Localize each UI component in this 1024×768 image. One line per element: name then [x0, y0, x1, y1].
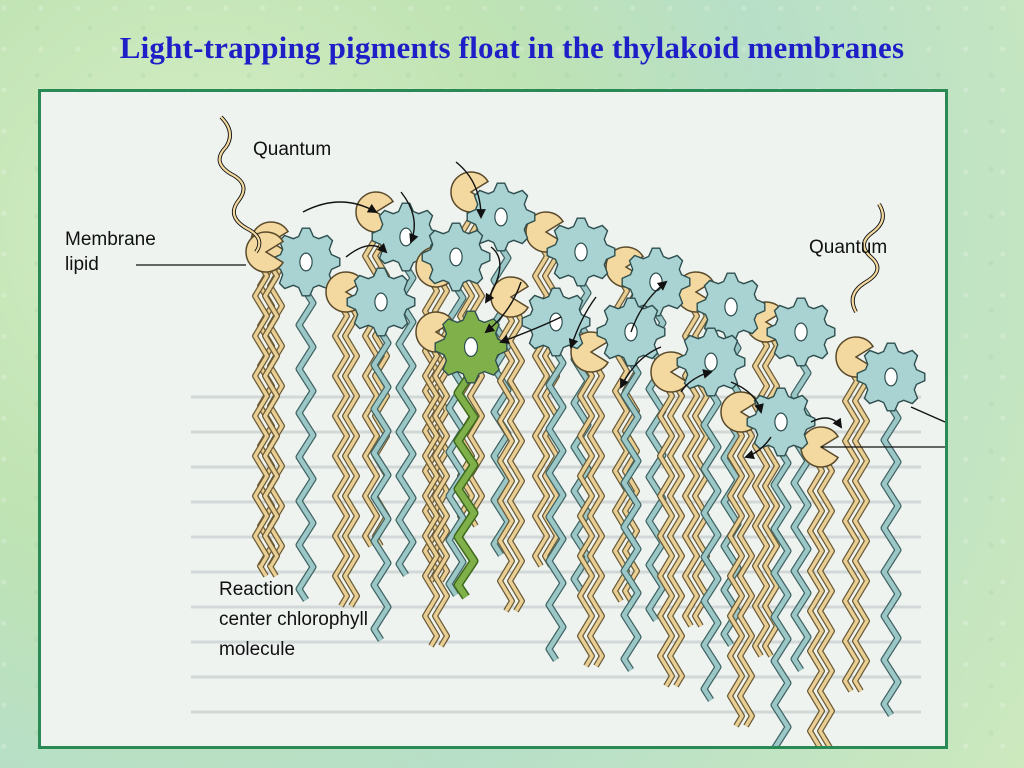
chlorophyll-center	[724, 297, 738, 317]
energy-arrow-icon	[680, 369, 713, 393]
energy-arrows	[217, 115, 885, 460]
lipid-molecule	[245, 231, 285, 568]
figure-frame: Quantum Quantum Membrane lipid Reaction …	[38, 89, 948, 749]
quantum-right-label: Quantum	[809, 237, 888, 258]
lipid-molecule	[415, 311, 455, 648]
chlorophyll-center	[374, 292, 388, 312]
energy-arrow-icon	[302, 201, 378, 213]
energy-arrow-icon	[400, 191, 419, 244]
energy-arrow-icon	[499, 316, 562, 344]
energy-arrow-icon	[744, 436, 772, 460]
lipid-head-icon	[245, 231, 285, 273]
chlorophyll-center	[649, 272, 663, 292]
chlorophyll-center	[704, 352, 718, 372]
lipid-molecule	[325, 271, 365, 608]
membrane-lipid-label-line1: Membrane	[65, 229, 156, 250]
lipid-molecule	[570, 331, 610, 668]
energy-arrow-icon	[568, 296, 597, 349]
reaction-center-label-line1: Reaction	[219, 579, 294, 600]
chlorophyll-center	[399, 227, 413, 247]
chlorophyll-center	[794, 322, 808, 342]
chlorophyll-center	[449, 247, 463, 267]
lipid-molecule	[800, 426, 840, 746]
energy-arrow-icon	[730, 381, 764, 414]
energy-arrow-icon	[630, 280, 668, 333]
chlorophyll-center	[884, 367, 898, 387]
lipid-molecule	[745, 301, 785, 658]
lipid-molecule	[835, 336, 875, 693]
chlorophyll-center	[299, 252, 313, 272]
reaction-center-label-line3: molecule	[219, 639, 296, 660]
slide-title: Light-trapping pigments float in the thy…	[119, 30, 905, 65]
thylakoid-membrane-diagram	[136, 115, 945, 746]
chlorophyll-center	[574, 242, 588, 262]
membrane-layer	[245, 171, 926, 746]
energy-arrow-icon	[455, 161, 486, 219]
reaction-center-label-line2: center chlorophyll	[219, 609, 368, 630]
membrane-lipid-label-line2: lipid	[65, 254, 99, 275]
right-edge-pointer-1	[910, 406, 945, 423]
chlorophyll-center	[774, 412, 788, 432]
quantum-left-label: Quantum	[253, 139, 332, 160]
chlorophyll-center	[463, 337, 479, 357]
energy-arrow-icon	[345, 242, 388, 258]
energy-arrow-icon	[620, 346, 662, 389]
chlorophyll-center	[494, 207, 508, 227]
energy-arrow-icon	[484, 246, 501, 304]
energy-arrow-icon	[810, 417, 843, 429]
energy-arrow-icon	[484, 281, 522, 334]
